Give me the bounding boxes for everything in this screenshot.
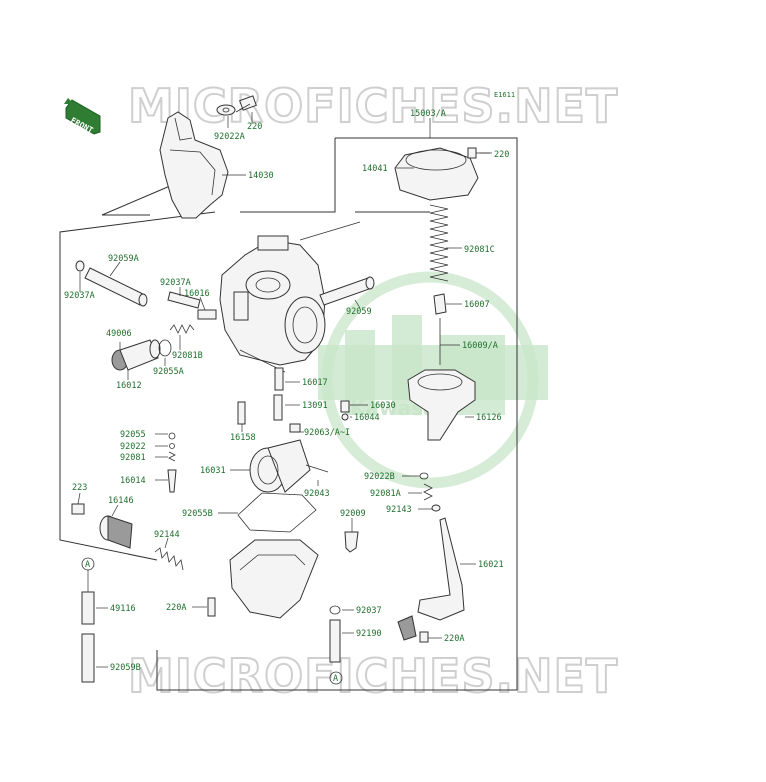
callout-92081B: 92081B [172,351,203,361]
callout-220A-right: 220A [444,634,464,644]
callout-92022: 92022 [120,442,146,452]
callout-92055: 92055 [120,430,146,440]
front-direction-tag: FRONT [64,98,101,135]
pipe-92059B [81,633,95,683]
callout-49006: 49006 [106,329,132,339]
callout-92059: 92059 [346,307,372,317]
callout-16007: 16007 [464,300,490,310]
spring-92144 [154,547,184,571]
pipe-92059A [84,267,148,307]
callout-13091: 13091 [302,401,328,411]
callout-92081: 92081 [120,453,146,463]
callout-49116: 49116 [110,604,136,614]
needle-jet-13091 [273,394,283,421]
callout-223: 223 [72,483,87,493]
callout-92143: 92143 [386,505,412,515]
callout-16016: 16016 [184,289,210,299]
needle-holder-16007 [433,293,447,315]
spring-92081C [429,204,449,282]
callout-220-top: 220 [247,122,262,132]
callout-16031: 16031 [200,466,226,476]
callout-92022B: 92022B [364,472,395,482]
callout-92144: 92144 [154,530,180,540]
callout-16017: 16017 [302,378,328,388]
callout-16014: 16014 [120,476,146,486]
callout-16044: 16044 [354,413,380,423]
callout-16158: 16158 [230,433,256,443]
spring-92081A [423,483,433,501]
washer-92022A [216,104,236,116]
callout-a-top: A [85,560,90,570]
callout-16030: 16030 [370,401,396,411]
diagram-code: E1611 [494,91,515,99]
oring-92055A [158,339,172,357]
callout-92059B: 92059B [110,663,141,673]
callout-92022A: 92022A [214,132,245,142]
callout-15003A: 15003/A [410,109,446,119]
callout-92043: 92043 [304,489,330,499]
callout-16012: 16012 [116,381,142,391]
clip-16030 [340,400,350,413]
pipe-92059 [319,276,375,306]
callout-a-bottom: A [333,674,338,684]
washer-16044 [341,413,349,421]
clamp-92037 [329,605,341,615]
spring-92081B [169,324,195,334]
bolt-220-top [235,95,257,113]
clip-92143 [431,504,441,512]
housing-16146 [99,515,133,549]
watermark-top: MICROFICHES.NET [128,79,618,133]
carburetor-body [219,221,361,373]
leader-lines [77,112,492,668]
jet-16017 [274,367,284,391]
ref-circle-a-bottom-shape [329,671,343,685]
starter-plunger-16012 [111,339,161,371]
pipe-92037A [167,291,201,309]
screw-16016 [197,309,217,320]
callout-92081A: 92081A [370,489,401,499]
screw-92009 [344,531,359,553]
callout-92037: 92037 [356,606,382,616]
assembly-frame [59,137,518,691]
bracket-16021 [397,517,465,641]
pipe-92190 [329,619,341,663]
jet-16158 [237,401,246,425]
screw-220A-left [207,597,216,617]
screw-223 [71,503,85,515]
callout-14030: 14030 [248,171,274,181]
callout-16146: 16146 [108,496,134,506]
float-bowl [229,539,319,619]
callout-92037A: 92037A [160,278,191,288]
washer-92022 [169,443,175,449]
callout-16009A: 16009/A [462,341,498,351]
callout-92063: 92063/A~I [304,428,350,438]
chamber-cover-14030 [159,111,229,219]
callout-16126: 16126 [476,413,502,423]
watermark-bottom: MICROFICHES.NET [128,649,618,703]
top-cover-14041 [394,147,479,201]
oring-92055 [168,432,176,440]
callout-16021: 16021 [478,560,504,570]
callout-92055B: 92055B [182,509,213,519]
intake-holder-16031 [249,439,311,493]
screw-92043 [305,464,329,473]
jet-92063 [289,423,301,433]
callout-92055A: 92055A [153,367,184,377]
vacuum-piston-16126 [407,369,476,441]
callout-220A-left: 220A [166,603,186,613]
callout-92059A: 92059A [108,254,139,264]
gasket-92055B [237,492,317,533]
callout-92009: 92009 [340,509,366,519]
spring-92081 [168,451,176,462]
clamp-92037A-left [75,260,85,272]
callout-92081C: 92081C [464,245,495,255]
screw-220A-right [419,631,429,643]
callout-92190: 92190 [356,629,382,639]
pipe-49116 [81,591,95,625]
screw-16014 [167,469,177,493]
callout-92037A-left: 92037A [64,291,95,301]
callout-220-right: 220 [494,150,509,160]
callout-14041: 14041 [362,164,388,174]
